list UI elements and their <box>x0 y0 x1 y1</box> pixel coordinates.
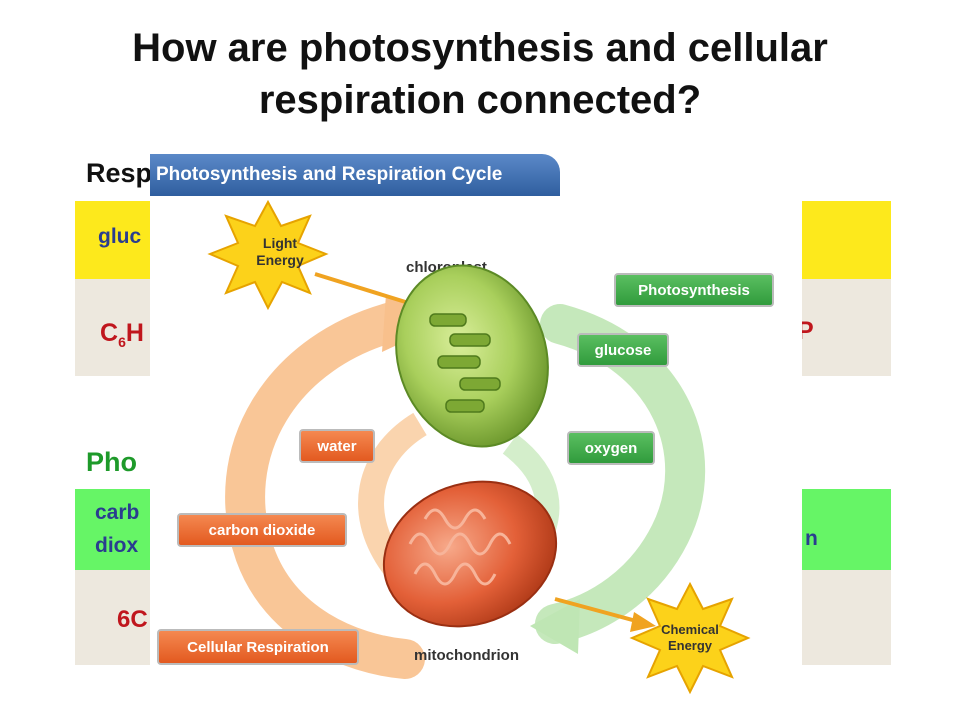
light-label-line1: Light <box>263 235 298 251</box>
mitochondrion-cristae <box>408 508 512 586</box>
respiration-formula: C6H <box>100 319 144 350</box>
svg-text:glucose: glucose <box>595 342 652 359</box>
light-arrow <box>314 272 413 306</box>
photosynthesis-row2-left: 6C <box>117 606 148 633</box>
green-arrow-head <box>530 599 580 654</box>
photosynthesis-label: Pho <box>86 447 137 477</box>
svg-text:water: water <box>316 438 356 455</box>
chemical-label-line1: Chemical <box>661 622 719 637</box>
cycle-diagram-svg: Light Energy chloroplast mitochondrion C… <box>157 199 774 695</box>
chemical-arrow <box>554 597 641 624</box>
diagram-header: Photosynthesis and Respiration Cycle <box>150 154 560 196</box>
light-energy-star <box>207 199 329 311</box>
page-title: How are photosynthesis and cellular resp… <box>0 22 960 126</box>
svg-text:Photosynthesis: Photosynthesis <box>638 282 750 299</box>
title-line-2: respiration connected? <box>258 78 702 122</box>
svg-text:carbon dioxide: carbon dioxide <box>209 522 316 539</box>
water-tag: water <box>299 429 375 463</box>
mitochondrion-label: mitochondrion <box>414 647 519 664</box>
photosynthesis-row1-left-line2: diox <box>95 534 139 557</box>
svg-text:Cellular Respiration: Cellular Respiration <box>187 639 329 656</box>
light-label-line2: Energy <box>256 252 304 268</box>
title-line-1: How are photosynthesis and cellular <box>132 26 828 70</box>
respiration-row1-left: gluc <box>98 225 142 248</box>
photosynthesis-row1-left-line1: carb <box>95 501 140 524</box>
green-cycle-arrow <box>535 304 706 644</box>
chemical-energy-star <box>629 581 751 695</box>
oxygen-tag: oxygen <box>567 431 655 465</box>
carbon-dioxide-tag: carbon dioxide <box>177 513 347 547</box>
cycle-diagram: Photosynthesis and Respiration Cycle <box>150 154 802 720</box>
cellular-respiration-tag: Cellular Respiration <box>157 629 359 665</box>
respiration-label: Resp <box>86 158 153 188</box>
glucose-tag: glucose <box>577 333 669 367</box>
photosynthesis-row1-right: n <box>805 527 818 550</box>
chemical-label-line2: Energy <box>668 638 713 653</box>
svg-text:oxygen: oxygen <box>585 440 638 457</box>
photosynthesis-tag: Photosynthesis <box>614 273 774 307</box>
chloroplast-thylakoids <box>429 313 501 413</box>
